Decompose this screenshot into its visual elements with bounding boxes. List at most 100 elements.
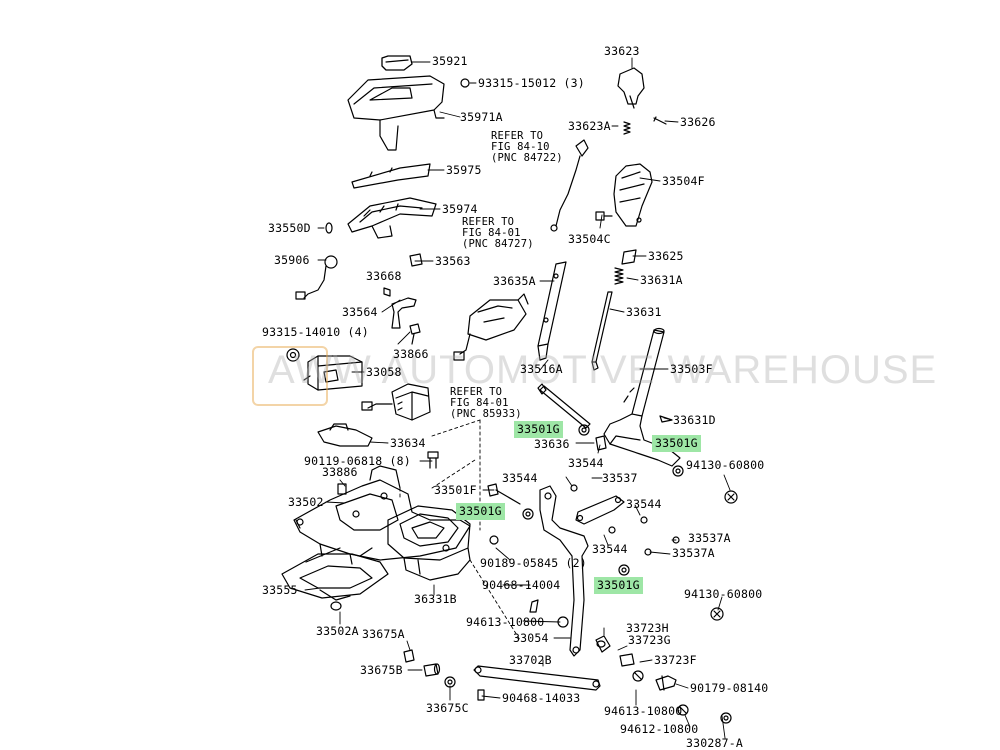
label-33625: 33625: [648, 249, 684, 263]
label-94613-10800-b: 94613-10800: [604, 704, 683, 718]
nut-94613-10800-b: [632, 670, 644, 682]
label-33501G-highlight-2: 33501G: [652, 435, 701, 452]
plate-33635A: [537, 261, 567, 361]
bolt-90119-06818: [427, 451, 439, 469]
label-33544-c: 33544: [626, 497, 662, 511]
label-33623A: 33623A: [568, 119, 611, 133]
clip-33886: [337, 483, 347, 495]
lever-33054: [539, 485, 589, 657]
label-33555: 33555: [262, 583, 298, 597]
label-90179-08140: 90179-08140: [690, 681, 769, 695]
lock-piece-33625: [621, 249, 637, 265]
label-33623: 33623: [604, 44, 640, 58]
label-33723H: 33723H: [626, 621, 669, 635]
knob-grip-33504F: [613, 163, 653, 227]
screw-33504C: [595, 211, 613, 221]
label-33537A-b: 33537A: [672, 546, 715, 560]
label-33054: 33054: [513, 631, 549, 645]
pin-33626: [653, 116, 667, 125]
nut-94613-10800-a: [557, 616, 569, 628]
label-33537A-a: 33537A: [688, 531, 731, 545]
label-33564: 33564: [342, 305, 378, 319]
label-33563: 33563: [435, 254, 471, 268]
label-33631: 33631: [626, 305, 662, 319]
nut-90179-08140: [720, 712, 732, 724]
clip-90468-14033: [477, 689, 485, 701]
bolt-33866: [409, 323, 421, 345]
solenoid-85933: [361, 383, 431, 421]
nut-93315-14010: [286, 348, 300, 362]
knob-button-33623: [617, 67, 645, 109]
rod-33702B: [473, 665, 601, 691]
label-33675B: 33675B: [360, 663, 403, 677]
label-35975: 35975: [446, 163, 482, 177]
label-33675A: 33675A: [362, 627, 405, 641]
bushing-33502A: [330, 601, 342, 611]
label-33723F: 33723F: [654, 653, 697, 667]
dashed-reference-lines: [399, 419, 521, 641]
washer-33544-b: [640, 516, 648, 524]
cable-84722: [550, 139, 589, 232]
pin-33723F: [655, 675, 677, 691]
label-33550D: 33550D: [268, 221, 311, 235]
label-33626: 33626: [680, 115, 716, 129]
spring-33631A: [614, 267, 624, 285]
bushing-33501G-d: [618, 564, 630, 576]
label-diagram-number: 330287-A: [686, 736, 743, 750]
shaft-33516A: [537, 383, 591, 429]
label-93315-15012: 93315-15012 (3): [478, 76, 585, 90]
bushing-33723H: [595, 635, 611, 653]
clip-90468-14004: [529, 599, 539, 613]
label-33502: 33502: [288, 495, 324, 509]
label-94130-60800-b: 94130-60800: [684, 587, 763, 601]
lower-cover-33555: [281, 547, 389, 601]
label-33675C: 33675C: [426, 701, 469, 715]
bracket-33634: [317, 423, 373, 447]
slide-plate-35975: [351, 163, 431, 189]
small-clip-33550D: [325, 222, 333, 234]
nut-33675C: [444, 676, 456, 688]
label-35974: 35974: [442, 202, 478, 216]
washer-33636: [595, 435, 607, 451]
pin-33668: [383, 287, 391, 297]
label-33544-d: 33544: [592, 542, 628, 556]
label-94130-60800-a: 94130-60800: [686, 458, 765, 472]
label-90468-14004: 90468-14004: [482, 578, 561, 592]
rod-33631: [591, 291, 613, 371]
label-33886: 33886: [322, 465, 358, 479]
label-90189-05845: 90189-05845 (2): [480, 556, 587, 570]
label-94613-10800-a: 94613-10800: [466, 615, 545, 629]
label-33503F: 33503F: [670, 362, 713, 376]
spring-33623A: [623, 121, 631, 135]
reference-note-85933: REFER TO FIG 84-01 (PNC 85933): [450, 386, 522, 420]
nut-94130-60800-b: [710, 607, 724, 621]
label-35906: 35906: [274, 253, 310, 267]
label-33723G: 33723G: [628, 633, 671, 647]
label-33544-a: 33544: [568, 456, 604, 470]
label-33544-b: 33544: [502, 471, 538, 485]
label-33501F: 33501F: [434, 483, 477, 497]
nut-94130-60800-a: [724, 490, 738, 504]
pin-33631D: [659, 415, 673, 423]
label-33516A: 33516A: [520, 362, 563, 376]
nut-33537A-b: [644, 548, 652, 556]
shift-indicator-cover: [347, 55, 470, 151]
label-33866: 33866: [393, 347, 429, 361]
boot-housing-36331B: [387, 505, 471, 581]
washer-94612-10800: [677, 704, 689, 716]
label-33702B: 33702B: [509, 653, 552, 667]
label-33058: 33058: [366, 365, 402, 379]
label-90119-06818: 90119-06818 (8): [304, 454, 411, 468]
bulb-socket-35906: [295, 255, 338, 300]
bracket-84727: [453, 293, 529, 361]
label-35971A: 35971A: [460, 110, 503, 124]
bushing-33723G: [619, 653, 635, 667]
clip-33563: [409, 253, 423, 267]
leader-lines: [304, 57, 731, 739]
label-36331B: 36331B: [414, 592, 457, 606]
slide-plate-35974: [347, 197, 437, 239]
label-33634: 33634: [390, 436, 426, 450]
bolt-33501F: [487, 483, 521, 505]
label-33504C: 33504C: [568, 232, 611, 246]
label-90468-14033: 90468-14033: [502, 691, 581, 705]
